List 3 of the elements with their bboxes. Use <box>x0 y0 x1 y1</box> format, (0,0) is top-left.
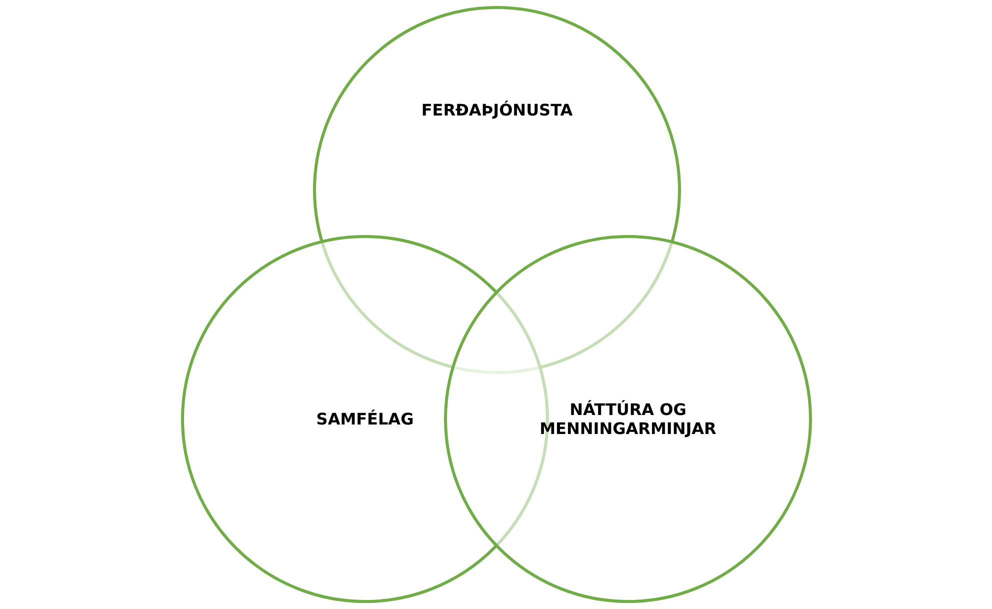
circle-label: FERÐAÞJÓNUSTA <box>420 100 574 120</box>
circle-label: SAMFÉLAG <box>315 409 415 429</box>
circle-label: NÁTTÚRA OG MENNINGARMINJAR <box>538 400 718 438</box>
